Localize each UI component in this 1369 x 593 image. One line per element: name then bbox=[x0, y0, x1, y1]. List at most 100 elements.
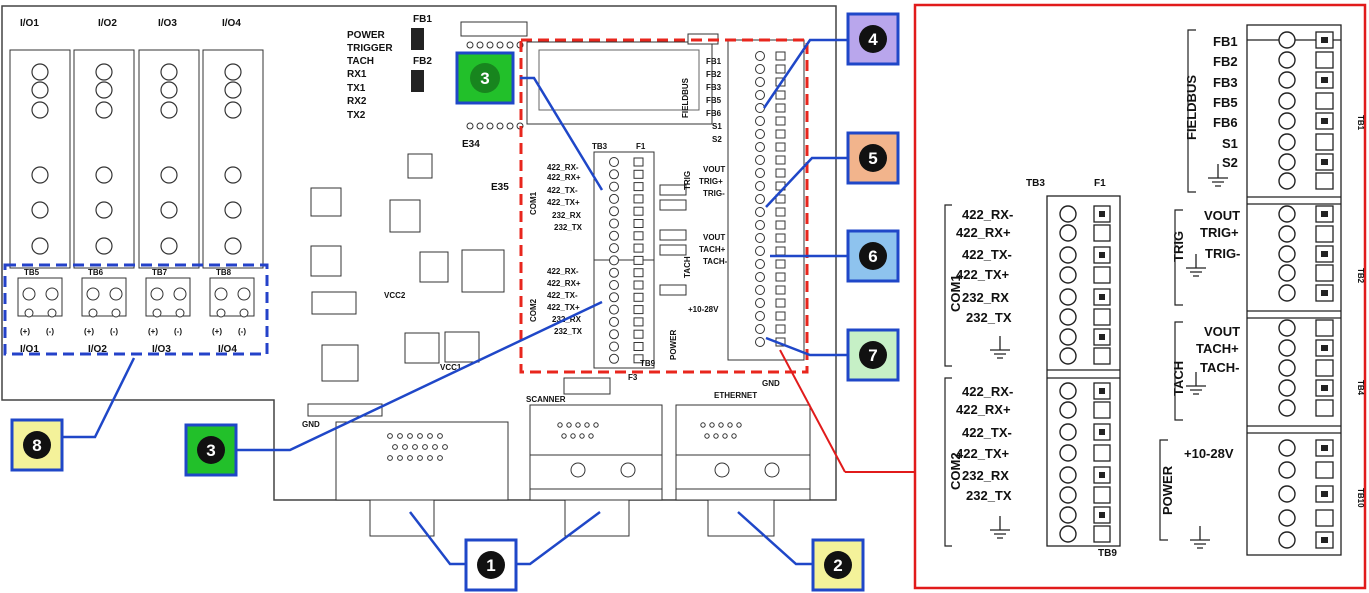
zoom-right-screw bbox=[1278, 264, 1296, 282]
board-tb-screw bbox=[755, 298, 765, 308]
gnd-label: GND bbox=[302, 420, 320, 429]
board-com1-pin-2: 422_RX+ bbox=[547, 173, 581, 182]
ethernet-label: ETHERNET bbox=[714, 391, 757, 400]
zoom-com1-pin-1: 422_RX- bbox=[962, 207, 1013, 222]
zoom-right-socket bbox=[1315, 225, 1334, 243]
board-tb3-socket bbox=[633, 206, 644, 216]
io-terminal-screw bbox=[45, 287, 59, 301]
led-rx1-label: RX1 bbox=[347, 69, 367, 80]
board-tb-screw bbox=[755, 116, 765, 126]
callout-8: 8 bbox=[10, 418, 64, 472]
relay-pin bbox=[160, 63, 178, 81]
board-tb3-screw bbox=[609, 304, 619, 315]
zoom-tb10-label: TB10 bbox=[1356, 488, 1365, 508]
ground-icon bbox=[1208, 164, 1228, 187]
board-tb-screw bbox=[755, 181, 765, 191]
io-terminal-hole bbox=[111, 308, 121, 318]
zoom-right-socket-pin bbox=[1321, 159, 1328, 165]
callout-2-number: 2 bbox=[833, 556, 842, 575]
dashed-io-region bbox=[3, 263, 269, 356]
io-terminal-hole bbox=[24, 308, 34, 318]
board-tb3-socket bbox=[633, 354, 644, 364]
zoom-right-screw bbox=[1278, 399, 1296, 417]
zoom-right-socket-pin bbox=[1321, 118, 1328, 124]
zoom-tb2-label: TB2 bbox=[1356, 268, 1365, 284]
zoom-right-socket bbox=[1315, 264, 1334, 282]
zoom-left-socket-pin bbox=[1099, 512, 1105, 518]
board-tb-screw bbox=[755, 246, 765, 256]
zoom-left-screw bbox=[1059, 525, 1077, 543]
db-connector-pin bbox=[407, 433, 413, 439]
zoom-left-socket-pin bbox=[1099, 252, 1105, 258]
tb8-plus: (+) bbox=[212, 327, 222, 336]
zoom-right-screw bbox=[1278, 245, 1296, 263]
db-connector-pin bbox=[402, 444, 408, 450]
board-tb-socket bbox=[775, 168, 786, 178]
zoom-left-screw bbox=[1059, 444, 1077, 462]
board-com1-pin-1: 422_RX- bbox=[547, 163, 579, 172]
db9-pin bbox=[584, 422, 590, 428]
board-trig-label: TRIG bbox=[683, 171, 692, 190]
io-terminal-hole bbox=[216, 308, 226, 318]
zoom-power-pin-1: +10-28V bbox=[1184, 446, 1234, 461]
board-tb-screw bbox=[755, 142, 765, 152]
board-tb-socket bbox=[775, 259, 786, 269]
board-tb3-socket bbox=[633, 243, 644, 253]
tb8-label: TB8 bbox=[216, 268, 232, 277]
vcc2-label: VCC2 bbox=[384, 291, 406, 300]
zoom-left-socket-pin bbox=[1099, 388, 1105, 394]
zoom-left-socket bbox=[1093, 525, 1111, 543]
relay-pin bbox=[95, 81, 113, 99]
relay-pin bbox=[160, 81, 178, 99]
zoom-right-screw bbox=[1278, 112, 1296, 130]
board-tb3-screw bbox=[609, 255, 619, 266]
board-com1-label: COM1 bbox=[529, 191, 538, 215]
zoom-right-socket bbox=[1315, 92, 1334, 110]
zoom-left-screw bbox=[1059, 266, 1077, 284]
zoom-com2-pin-3: 422_TX- bbox=[962, 425, 1012, 440]
zoom-right-screw bbox=[1278, 359, 1296, 377]
db9-pin bbox=[722, 433, 728, 439]
db9-pin bbox=[736, 422, 742, 428]
io-terminal-hole bbox=[47, 308, 57, 318]
fb1-label: FB1 bbox=[413, 14, 432, 25]
board-tach-label: TACH bbox=[683, 256, 692, 278]
zoom-fb-pin-3: FB3 bbox=[1213, 75, 1238, 90]
relay-pin bbox=[31, 81, 49, 99]
tb9-board-label: TB9 bbox=[640, 359, 656, 368]
zoom-right-screw bbox=[1278, 461, 1296, 479]
callout-6-number: 6 bbox=[868, 247, 877, 266]
zoom-right-socket-pin bbox=[1321, 290, 1328, 296]
zoom-right-screw bbox=[1278, 205, 1296, 223]
db-connector-pin bbox=[437, 433, 443, 439]
zoom-fb-pin-1: FB1 bbox=[1213, 34, 1238, 49]
zoom-tach-pin-1: VOUT bbox=[1204, 324, 1240, 339]
zoom-left-screw bbox=[1059, 506, 1077, 524]
zoom-right-screw bbox=[1278, 379, 1296, 397]
board-tb-socket bbox=[775, 233, 786, 243]
zoom-right-screw bbox=[1278, 92, 1296, 110]
io-terminal-screw bbox=[86, 287, 100, 301]
board-tb3-screw bbox=[609, 218, 619, 229]
zoom-right-socket bbox=[1315, 509, 1334, 527]
board-tb-socket bbox=[775, 155, 786, 165]
board-com2-pin-1: 422_RX- bbox=[547, 267, 579, 276]
io1-bottom-label: I/O1 bbox=[20, 344, 39, 355]
tb7-plus: (+) bbox=[148, 327, 158, 336]
db9-pin bbox=[579, 433, 585, 439]
db-connector-pin bbox=[397, 433, 403, 439]
callout-1-number: 1 bbox=[486, 556, 495, 575]
db-connector-pin bbox=[412, 444, 418, 450]
board-tb3-screw bbox=[609, 181, 619, 192]
board-tb3-screw bbox=[609, 206, 619, 217]
zoom-trig-pin-1: VOUT bbox=[1204, 208, 1240, 223]
board-tb3-socket bbox=[633, 219, 644, 228]
board-tb-socket bbox=[775, 311, 786, 321]
db9-pin bbox=[718, 422, 724, 428]
board-com1-pin-5: 232_RX bbox=[552, 211, 582, 220]
e34-label: E34 bbox=[462, 139, 480, 150]
board-tb-screw bbox=[755, 168, 765, 178]
tb6-minus: (-) bbox=[110, 327, 118, 336]
relay-pin bbox=[224, 237, 242, 255]
zoom-com2-pin-5: 232_RX bbox=[962, 468, 1009, 483]
